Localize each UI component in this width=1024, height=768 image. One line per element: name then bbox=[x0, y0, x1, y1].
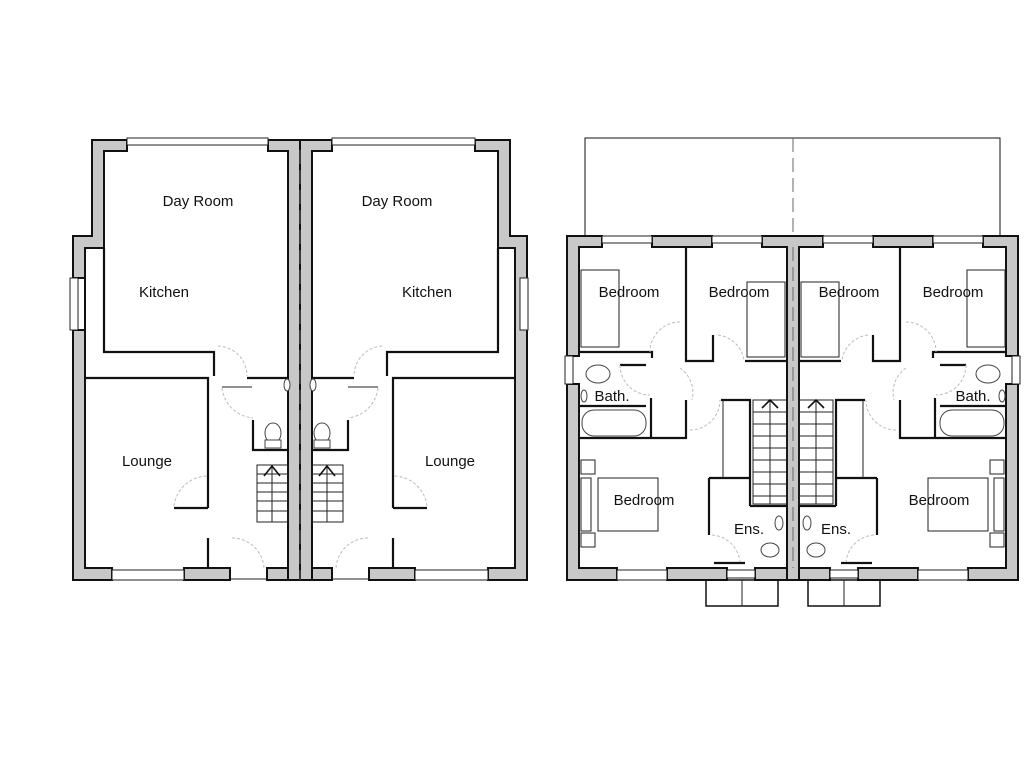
room-label-ensuite: Ens. bbox=[734, 521, 764, 538]
room-label-bedroom: Bedroom bbox=[614, 492, 675, 509]
room-label-bedroom: Bedroom bbox=[819, 284, 880, 301]
room-label-day-room: Day Room bbox=[163, 193, 234, 210]
room-label-bedroom: Bedroom bbox=[909, 492, 970, 509]
room-label-bath: Bath. bbox=[594, 388, 629, 405]
room-label-lounge: Lounge bbox=[122, 453, 172, 470]
room-label-kitchen: Kitchen bbox=[402, 284, 452, 301]
room-label-day-room: Day Room bbox=[362, 193, 433, 210]
room-label-bedroom: Bedroom bbox=[709, 284, 770, 301]
room-label-ensuite: Ens. bbox=[821, 521, 851, 538]
room-label-bedroom: Bedroom bbox=[599, 284, 660, 301]
room-label-kitchen: Kitchen bbox=[139, 284, 189, 301]
room-label-lounge: Lounge bbox=[425, 453, 475, 470]
room-label-bath: Bath. bbox=[955, 388, 990, 405]
first-floor-plan: Bedroom Bedroom Bath. Bedroom Ens. Bedro… bbox=[564, 137, 1021, 607]
ground-floor-plan: Day Room Kitchen Lounge Day Room Kitchen… bbox=[69, 137, 529, 581]
room-label-bedroom: Bedroom bbox=[923, 284, 984, 301]
